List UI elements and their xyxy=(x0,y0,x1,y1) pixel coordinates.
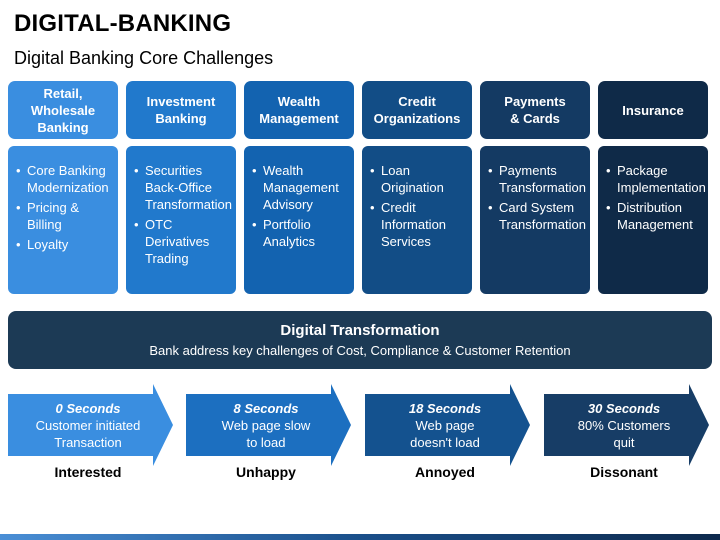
column-body: Payments TransformationCard System Trans… xyxy=(480,146,590,294)
column-item: Securities Back-Office Transformation xyxy=(134,162,232,213)
column-item: Package Implementation xyxy=(606,162,706,196)
column-body: Package ImplementationDistribution Manag… xyxy=(598,146,708,294)
digital-transformation-box: Digital Transformation Bank address key … xyxy=(8,311,712,369)
digital-transformation-title: Digital Transformation xyxy=(280,322,440,339)
column-header: Credit Organizations xyxy=(362,81,472,139)
column-item: Credit Information Services xyxy=(370,199,468,250)
column-body: Wealth Management AdvisoryPortfolio Anal… xyxy=(244,146,354,294)
column-item-list: Securities Back-Office TransformationOTC… xyxy=(134,162,232,267)
arrow-time: 8 Seconds xyxy=(233,401,299,416)
column-item-list: Payments TransformationCard System Trans… xyxy=(488,162,586,233)
arrow-time: 0 Seconds xyxy=(55,401,121,416)
column-body: Securities Back-Office TransformationOTC… xyxy=(126,146,236,294)
column-header: Payments & Cards xyxy=(480,81,590,139)
arrow-time: 30 Seconds xyxy=(587,401,661,416)
column-item-list: Package ImplementationDistribution Manag… xyxy=(606,162,706,233)
arrow-time: 18 Seconds xyxy=(408,401,482,416)
customer-state-label: Annoyed xyxy=(415,464,475,480)
column-item: Payments Transformation xyxy=(488,162,586,196)
column-header: Wealth Management xyxy=(244,81,354,139)
arrow-description: Web page doesn't load xyxy=(410,418,480,450)
arrow-shape xyxy=(186,384,351,466)
arrow-description: 80% Customers quit xyxy=(577,418,671,450)
column-body: Loan OriginationCredit Information Servi… xyxy=(362,146,472,294)
arrow-description: Web page slow to load xyxy=(221,418,311,450)
timeline-arrow: 30 Seconds 80% Customers quit xyxy=(544,384,712,466)
column-item: Card System Transformation xyxy=(488,199,586,233)
column-item: Loyalty xyxy=(16,236,114,253)
column-item: Pricing & Billing xyxy=(16,199,114,233)
arrow-text: 30 Seconds 80% Customers quit xyxy=(544,400,704,451)
column-header: Investment Banking xyxy=(126,81,236,139)
digital-transformation-subtitle: Bank address key challenges of Cost, Com… xyxy=(149,343,571,358)
column-item: Loan Origination xyxy=(370,162,468,196)
customer-state-label: Dissonant xyxy=(590,464,658,480)
column-item-list: Loan OriginationCredit Information Servi… xyxy=(370,162,468,250)
column-header: Insurance xyxy=(598,81,708,139)
column-header: Retail, Wholesale Banking xyxy=(8,81,118,139)
column-item: Wealth Management Advisory xyxy=(252,162,350,213)
column-item: Distribution Management xyxy=(606,199,704,233)
column-item: Portfolio Analytics xyxy=(252,216,350,250)
column-body: Core Banking ModernizationPricing & Bill… xyxy=(8,146,118,294)
slide-title: DIGITAL-BANKING xyxy=(14,10,232,37)
column-item: Core Banking Modernization xyxy=(16,162,114,196)
customer-state-label: Unhappy xyxy=(236,464,296,480)
arrow-shape xyxy=(544,384,709,466)
arrow-shape xyxy=(8,384,173,466)
column-item: OTC Derivatives Trading xyxy=(134,216,232,267)
column-item-list: Core Banking ModernizationPricing & Bill… xyxy=(16,162,114,253)
column-item-list: Wealth Management AdvisoryPortfolio Anal… xyxy=(252,162,350,250)
slide-subtitle: Digital Banking Core Challenges xyxy=(14,48,274,68)
arrow-shape xyxy=(365,384,530,466)
customer-state-label: Interested xyxy=(54,464,122,480)
arrow-description: Customer initiated Transaction xyxy=(35,418,141,450)
bottom-accent-bar xyxy=(0,534,720,540)
